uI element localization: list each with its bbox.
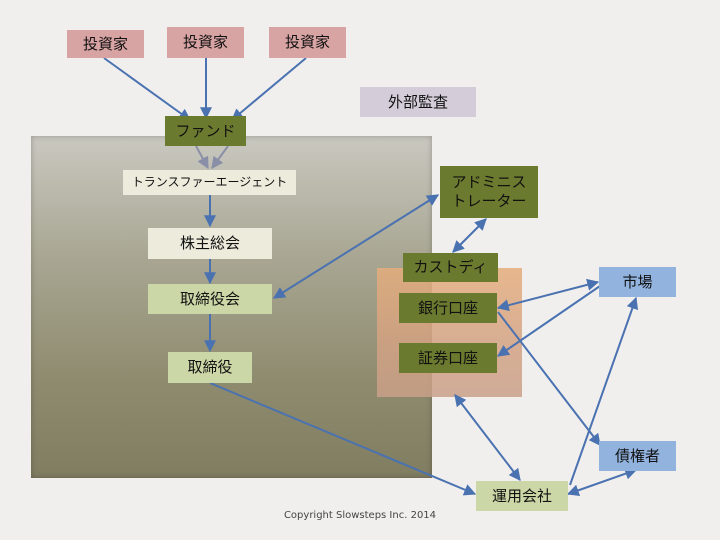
transfer-agent-label: トランスファーエージェント bbox=[131, 175, 288, 189]
arrow-market-bank bbox=[496, 278, 600, 312]
arrow-director-management bbox=[209, 382, 477, 496]
fund-box: ファンド bbox=[165, 116, 246, 146]
director-box: 取締役 bbox=[168, 352, 252, 383]
transfer-agent-box: トランスファーエージェント bbox=[123, 170, 296, 195]
bank-account-box: 銀行口座 bbox=[399, 293, 497, 323]
creditor-box: 債権者 bbox=[599, 441, 676, 471]
creditor-label: 債権者 bbox=[614, 446, 660, 465]
copyright-text: Copyright Slowsteps Inc. 2014 bbox=[283, 510, 437, 521]
arrow-bank-creditor bbox=[497, 311, 601, 446]
external-audit-box: 外部監査 bbox=[360, 87, 476, 117]
administrator-label: アドミニス トレーター bbox=[451, 173, 527, 210]
arrow-fund-transfer-right bbox=[211, 145, 229, 169]
management-company-box: 運用会社 bbox=[476, 481, 568, 511]
market-label: 市場 bbox=[622, 272, 653, 291]
investor-box-1: 投資家 bbox=[67, 30, 144, 58]
investor-label: 投資家 bbox=[182, 33, 228, 52]
market-box: 市場 bbox=[599, 267, 676, 297]
management-company-label: 運用会社 bbox=[491, 486, 552, 505]
arrow-fund-transfer-left bbox=[195, 145, 209, 170]
arrow-management-creditor bbox=[566, 467, 638, 497]
shareholders-meeting-box: 株主総会 bbox=[148, 228, 272, 259]
arrow-custody-management bbox=[454, 394, 521, 481]
external-audit-label: 外部監査 bbox=[387, 92, 448, 111]
investor-label: 投資家 bbox=[284, 33, 330, 52]
custody-box: カストディ bbox=[403, 253, 498, 282]
board-of-directors-label: 取締役会 bbox=[179, 289, 240, 308]
securities-account-label: 証券口座 bbox=[417, 348, 478, 367]
bank-account-label: 銀行口座 bbox=[417, 298, 478, 317]
investor-box-2: 投資家 bbox=[167, 27, 244, 58]
shareholders-meeting-label: 株主総会 bbox=[179, 234, 240, 253]
arrow-market-securities bbox=[497, 285, 601, 357]
arrow-administrator-board bbox=[272, 194, 440, 299]
director-label: 取締役 bbox=[187, 358, 233, 377]
arrow-management-market bbox=[569, 296, 639, 486]
board-of-directors-box: 取締役会 bbox=[148, 284, 272, 314]
securities-account-box: 証券口座 bbox=[399, 343, 497, 373]
administrator-box: アドミニス トレーター bbox=[440, 166, 538, 218]
arrow-investor3-fund bbox=[231, 57, 307, 121]
fund-label: ファンド bbox=[175, 121, 236, 140]
arrow-administrator-custody bbox=[452, 218, 487, 253]
investor-label: 投資家 bbox=[82, 34, 128, 53]
custody-label: カストディ bbox=[413, 258, 488, 277]
investor-box-3: 投資家 bbox=[269, 27, 346, 58]
arrow-investor1-fund bbox=[103, 57, 191, 121]
